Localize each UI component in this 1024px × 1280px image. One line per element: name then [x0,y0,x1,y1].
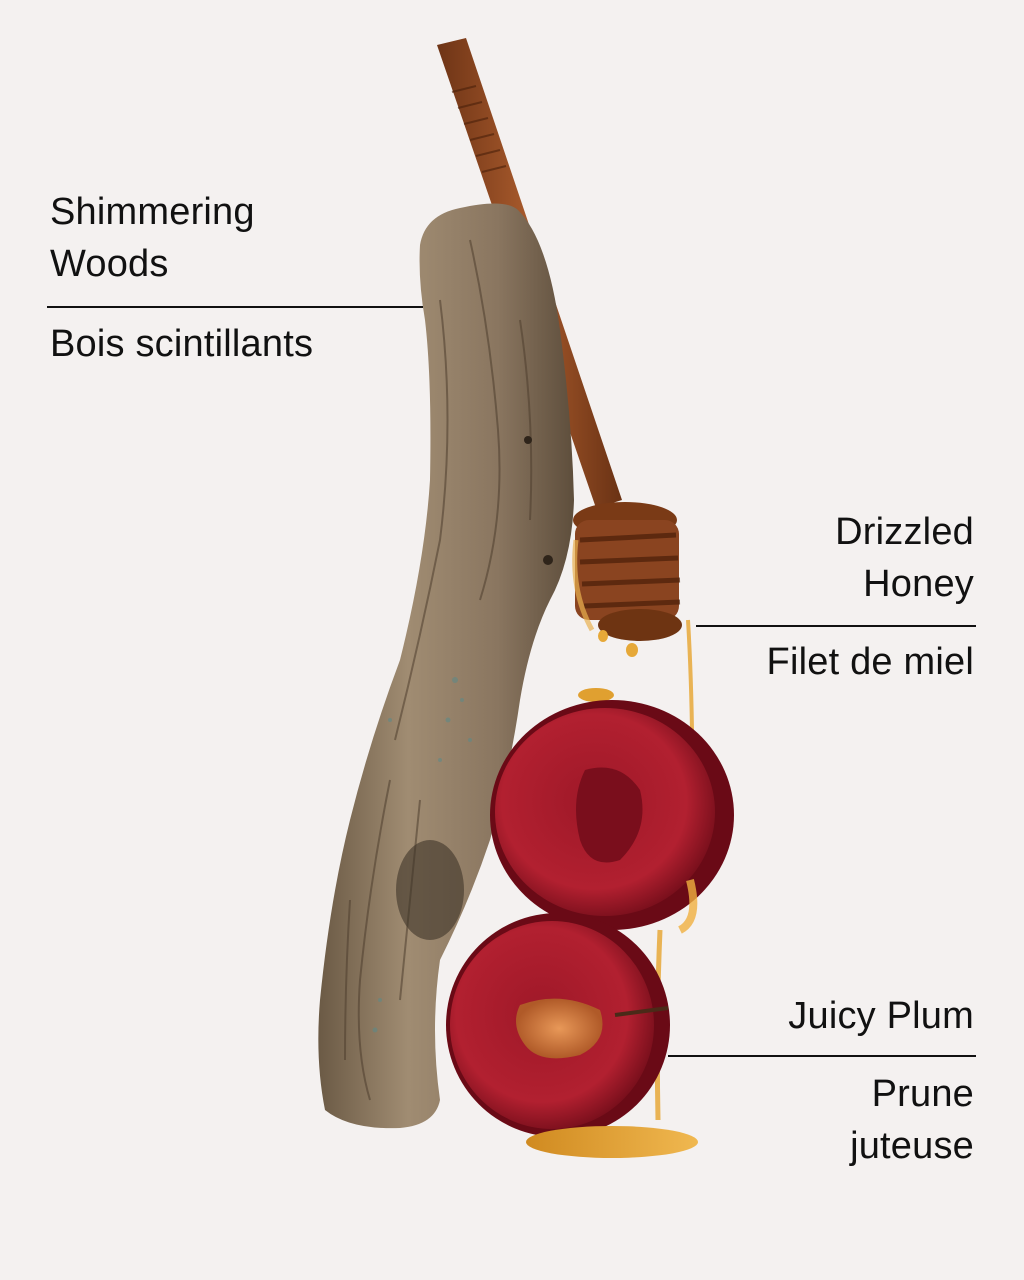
honey-french-label: Filet de miel [766,641,974,683]
driftwood-branch [318,203,574,1129]
plum-english-label: Juicy Plum [788,995,974,1037]
honey-english-label: Drizzled Honey [835,511,974,605]
woods-french-label: Bois scintillants [50,323,314,365]
woods-divider [47,306,423,308]
plum-french-label: Prune juteuse [850,1073,974,1167]
honey-divider [696,625,976,627]
plum-half-top [490,700,734,934]
honey-puddle [526,1126,698,1158]
woods-english-label: Shimmering Woods [50,191,255,285]
plum-divider [668,1055,976,1057]
plum-half-bottom [446,913,670,1137]
